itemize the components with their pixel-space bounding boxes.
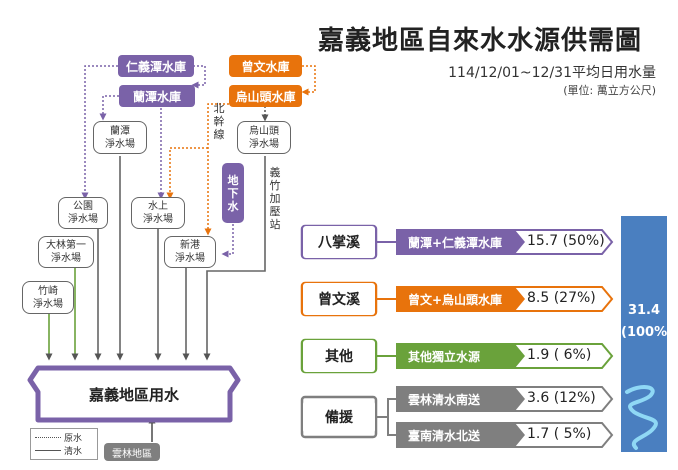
north-line-label: 北 幹 線 [212,102,226,141]
bar-bazhang [396,230,525,254]
yizhu-char: 壓 [269,205,281,218]
legend: 原水 清水 [30,428,98,460]
legend-clean: 清水 [35,444,93,457]
plant-shuishang: 水上 淨水場 [131,197,185,229]
category-other: 其他 [303,340,375,372]
bar-yunlin [396,387,525,411]
source-zengwen: 曾文+烏山頭水庫 [408,292,503,307]
yunlin-region: 雲林地區 [104,443,160,461]
value-yunlin: 3.6 (12%) [527,390,596,406]
period-subtitle: 114/12/01~12/31平均日用水量 [448,65,656,81]
source-yunlin: 雲林清水南送 [408,392,481,407]
source-tainan: 臺南清水北送 [408,428,481,443]
north-line-char: 線 [213,128,225,141]
plant-wushantou: 烏山頭 淨水場 [237,121,291,154]
plant-type: 淨水場 [68,214,98,225]
legend-raw: 原水 [35,431,93,444]
reservoir-lantan: 蘭潭水庫 [119,85,195,107]
demand-label: 嘉義地區用水 [88,385,179,404]
dotted-line-icon [35,437,61,438]
legend-clean-label: 清水 [64,447,83,457]
source-other: 其他獨立水源 [408,349,481,364]
groundwater-char: 水 [227,199,239,213]
page-title: 嘉義地區自來水水源供需圖 [318,26,643,56]
plant-dalin: 大林第一 淨水場 [38,236,94,268]
source-bazhang: 蘭潭+仁義潭水庫 [408,235,503,250]
legend-raw-label: 原水 [64,434,83,444]
reservoir-zengwen: 曾文水庫 [229,55,302,77]
plant-xingang: 新港 淨水場 [164,236,216,268]
yizhu-char: 竹 [269,179,281,192]
plant-type: 淨水場 [51,253,81,264]
category-zengwen: 曾文溪 [303,283,375,315]
category-bazhang: 八掌溪 [303,226,375,258]
groundwater-char: 地 [227,173,239,187]
north-line-char: 北 [213,102,225,115]
bar-zengwen [396,287,525,311]
plant-type: 淨水場 [249,138,279,150]
unit-label: (單位: 萬立方公尺) [563,84,656,97]
plant-name: 水上 [148,201,168,212]
value-tainan: 1.7 ( 5%) [527,426,592,442]
plant-type: 淨水場 [143,214,173,225]
plant-name: 公園 [73,201,93,212]
groundwater-label: 地 下 水 [222,163,244,223]
bar-tainan [396,423,525,447]
plant-zhuqi: 竹崎 淨水場 [22,281,74,314]
north-line-char: 幹 [213,115,225,128]
value-bazhang: 15.7 (50%) [527,233,605,249]
value-other: 1.9 ( 6%) [527,347,592,363]
plant-type: 淨水場 [105,138,135,150]
reservoir-wushantou: 烏山頭水庫 [229,85,302,107]
total-value: 31.4 (100%) [621,300,674,344]
plant-name: 大林第一 [46,240,86,251]
reservoir-renyitan: 仁義潭水庫 [118,55,194,77]
yizhu-char: 站 [269,218,281,231]
total-amount: 31.4 [627,303,661,318]
plant-lantan: 蘭潭 淨水場 [93,121,147,154]
total-percent: (100%) [621,325,674,340]
plant-name: 蘭潭 [110,125,130,137]
category-backup: 備援 [303,401,375,433]
value-zengwen: 8.5 (27%) [527,290,596,306]
solid-line-icon [35,450,61,451]
plant-gongyuan: 公園 淨水場 [58,197,108,229]
plant-name: 新港 [180,240,200,251]
yizhu-char: 加 [269,192,281,205]
yizhu-station-label: 義 竹 加 壓 站 [268,166,282,231]
plant-name: 竹崎 [38,285,58,297]
total-bar [621,216,667,452]
plant-type: 淨水場 [175,253,205,264]
demand-box-shape [27,365,241,423]
yizhu-char: 義 [269,166,281,179]
plant-name: 烏山頭 [249,125,279,137]
bar-other [396,344,525,368]
water-swirl-icon [625,385,658,450]
groundwater-char: 下 [227,186,239,200]
plant-type: 淨水場 [33,298,63,310]
